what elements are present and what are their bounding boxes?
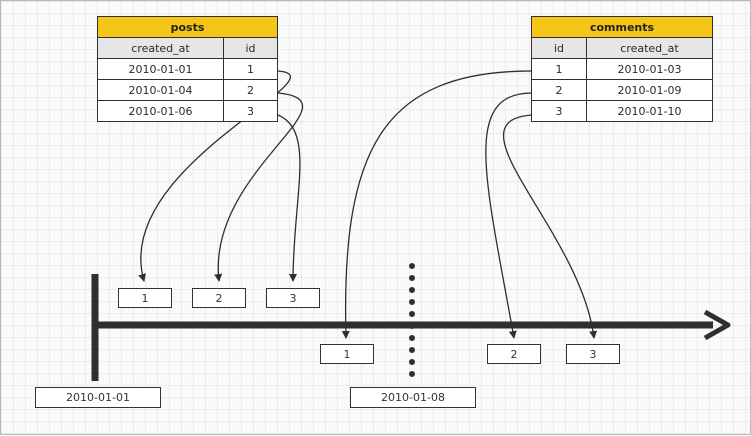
post-3-connector xyxy=(277,114,301,282)
comments-column-id: id xyxy=(531,37,587,59)
comments-row-2-id: 2 xyxy=(531,79,587,101)
table-row: 2010-01-06 3 xyxy=(97,100,278,122)
table-row: 3 2010-01-10 xyxy=(531,100,713,122)
comments-row-1-id: 1 xyxy=(531,58,587,80)
comments-table: comments id created_at 1 2010-01-03 2 20… xyxy=(531,16,713,122)
post-marker-3: 3 xyxy=(266,288,320,308)
table-row: 1 2010-01-03 xyxy=(531,58,713,80)
table-row: 2010-01-04 2 xyxy=(97,79,278,101)
posts-table: posts created_at id 2010-01-01 1 2010-01… xyxy=(97,16,278,122)
comments-row-2-created-at: 2010-01-09 xyxy=(586,79,713,101)
comment-1-connector xyxy=(341,70,533,339)
post-marker-1: 1 xyxy=(118,288,172,308)
table-row: 2010-01-01 1 xyxy=(97,58,278,80)
cutoff-date-label: 2010-01-08 xyxy=(350,387,476,408)
posts-row-1-id: 1 xyxy=(223,58,278,80)
posts-row-3-id: 3 xyxy=(223,100,278,122)
comment-marker-2: 2 xyxy=(487,344,541,364)
posts-row-2-created-at: 2010-01-04 xyxy=(97,79,224,101)
comment-2-connector xyxy=(485,92,533,339)
post-marker-2: 2 xyxy=(192,288,246,308)
posts-row-1-created-at: 2010-01-01 xyxy=(97,58,224,80)
posts-column-id: id xyxy=(223,37,278,59)
table-row: 2 2010-01-09 xyxy=(531,79,713,101)
timeline-arrowhead xyxy=(703,309,731,341)
comments-row-3-created-at: 2010-01-10 xyxy=(586,100,713,122)
post-1-connector xyxy=(138,70,291,282)
comment-marker-1: 1 xyxy=(320,344,374,364)
comments-row-3-id: 3 xyxy=(531,100,587,122)
posts-row-3-created-at: 2010-01-06 xyxy=(97,100,224,122)
comment-marker-3: 3 xyxy=(566,344,620,364)
comments-column-created-at: created_at xyxy=(586,37,713,59)
comment-3-connector xyxy=(502,114,598,339)
comments-row-1-created-at: 2010-01-03 xyxy=(586,58,713,80)
posts-row-2-id: 2 xyxy=(223,79,278,101)
timeline-start-label: 2010-01-01 xyxy=(35,387,161,408)
posts-column-created-at: created_at xyxy=(97,37,224,59)
posts-table-title: posts xyxy=(97,16,278,38)
post-2-connector xyxy=(214,92,304,282)
comments-table-title: comments xyxy=(531,16,713,38)
